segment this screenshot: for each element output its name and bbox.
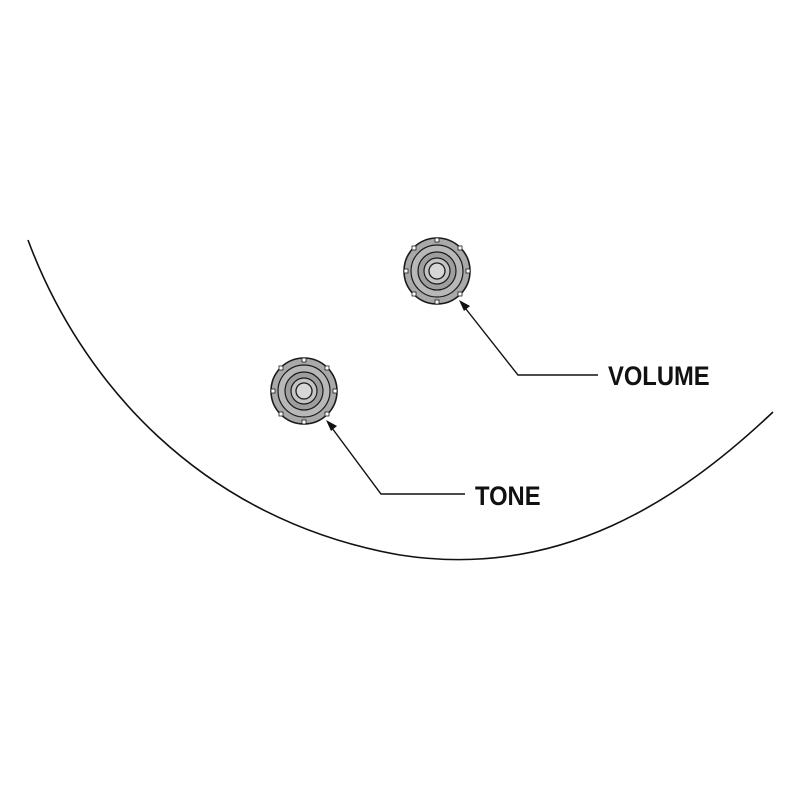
- tone-callout-leader: [326, 420, 465, 495]
- control-knob-icon: [270, 357, 338, 425]
- tone-label: TONE: [475, 482, 541, 512]
- tone-arrowhead: [326, 420, 337, 431]
- tone-knob[interactable]: [270, 357, 338, 425]
- volume-knob[interactable]: [403, 237, 471, 305]
- control-knob-icon: [403, 237, 471, 305]
- guitar-body-outline: [27, 239, 774, 561]
- volume-arrowhead: [459, 300, 470, 311]
- volume-label: VOLUME: [608, 362, 710, 392]
- volume-callout-leader: [459, 300, 598, 376]
